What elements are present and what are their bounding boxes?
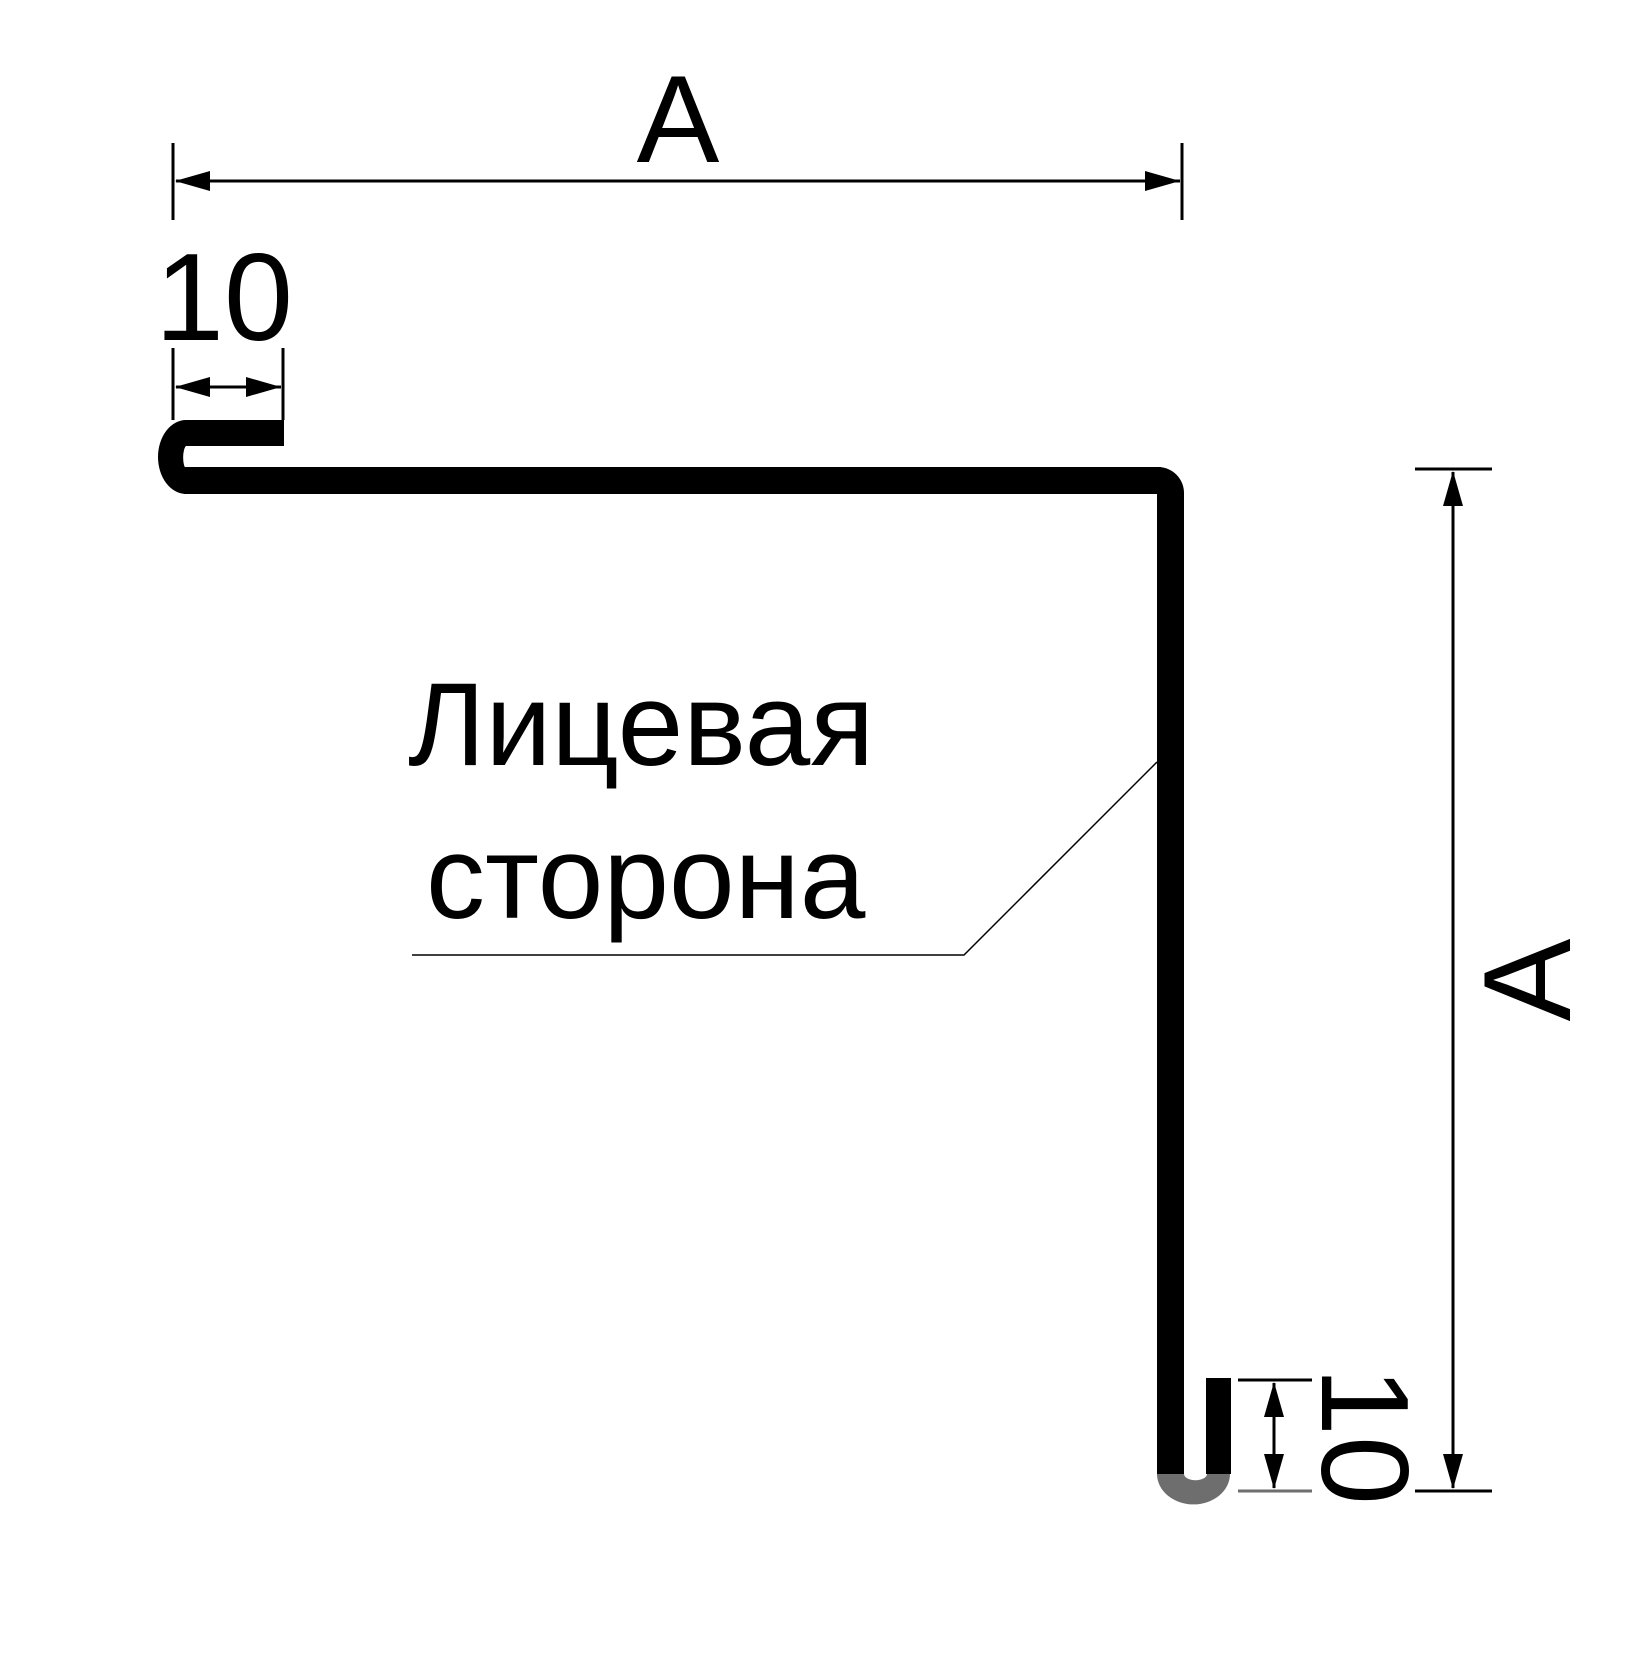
dimension-top-a-label: A (637, 51, 720, 189)
bottom-hem-strip (1206, 1378, 1231, 1474)
vertical-leg (1157, 492, 1184, 1474)
top-hem-strip (186, 420, 284, 446)
dimension-bottom-flange-label: 10 (1295, 1367, 1433, 1505)
top-hem-bend (158, 420, 186, 494)
dimension-bottom-flange (1238, 1378, 1312, 1493)
sheet-profile (158, 420, 1231, 1505)
caption-line1: Лицевая (408, 659, 874, 791)
dimension-right-a-label: A (1459, 938, 1597, 1021)
dimension-top-flange-label: 10 (155, 229, 293, 367)
bottom-hem-bend (1157, 1474, 1230, 1505)
corner-bend (1158, 467, 1184, 494)
dimension-top-a (171, 143, 1184, 220)
dimension-top-flange (171, 348, 285, 420)
dimension-right-a (1415, 467, 1492, 1493)
caption-line2: сторона (426, 812, 866, 944)
caption-leader-line (412, 761, 1158, 956)
horizontal-leg (184, 467, 1161, 494)
